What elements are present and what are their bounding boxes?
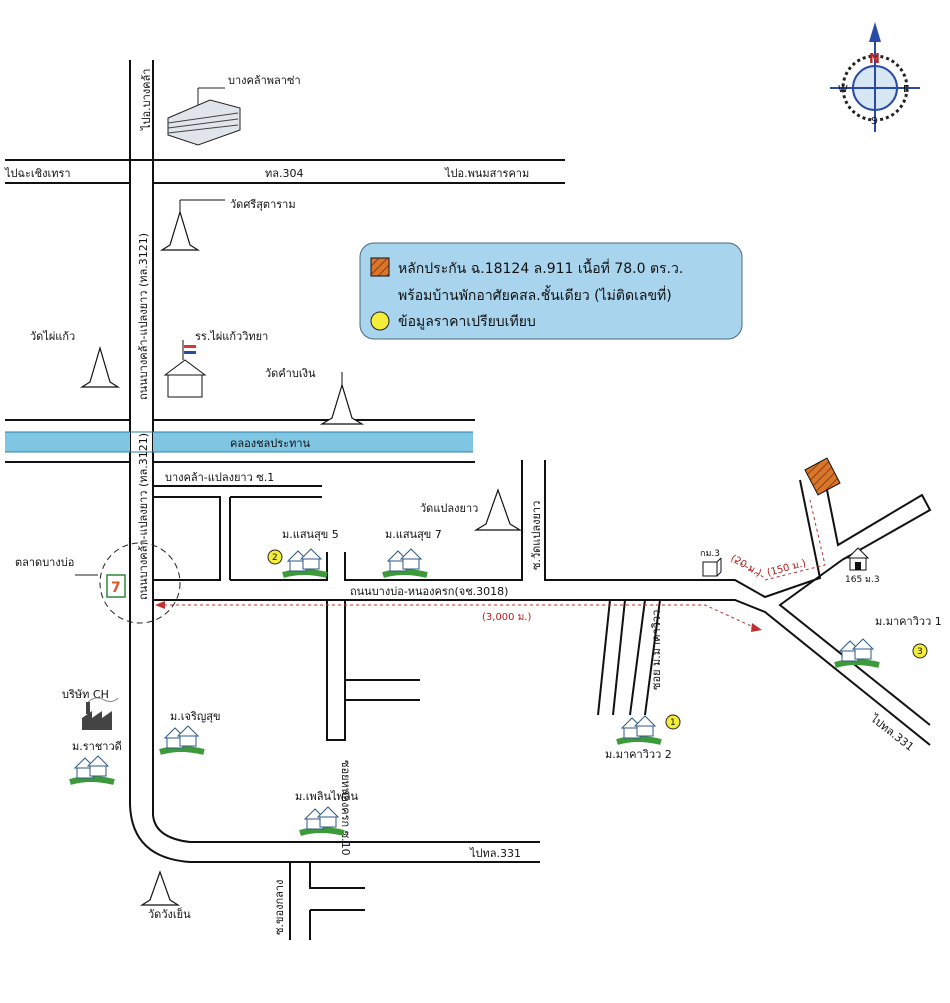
label-road-bangbo: ถนนบางบ่อ-หนองครก(จช.3018) <box>350 585 508 598</box>
label-school: รร.ไผ่แก้ววิทยา <box>195 330 268 343</box>
legend-collateral-swatch <box>370 257 390 277</box>
label-to-phanom: ไปอ.พนมสารคาม <box>444 167 529 180</box>
svg-text:E: E <box>903 84 909 95</box>
label-soi-wat-plaeng-yao: ซ.วัดแปลงยาว <box>530 501 543 570</box>
temple-icon <box>159 199 225 251</box>
temple-icon <box>473 488 523 531</box>
svg-text:1: 1 <box>670 718 676 728</box>
svg-text:7: 7 <box>111 580 121 596</box>
village-icon <box>834 638 880 668</box>
village-icon <box>69 755 115 785</box>
label-m-saensuk7: ม.แสนสุข 7 <box>385 528 442 541</box>
collateral-parcel <box>804 457 841 496</box>
market-area <box>99 542 181 624</box>
label-bangkla-plaza: บางคล้าพลาซ่า <box>228 74 301 87</box>
temple-icon <box>319 372 365 425</box>
legend-item2: ข้อมูลราคาเปรียบเทียบ <box>398 314 536 330</box>
label-m-saensuk5: ม.แสนสุข 5 <box>282 528 339 541</box>
temple-icon <box>139 870 181 906</box>
label-m-maka-view2: ม.มาคาวิวว 2 <box>605 748 672 761</box>
compare-pin-3: 3 <box>912 643 928 659</box>
svg-text:W: W <box>838 84 848 95</box>
label-to-chachoengsao: ไปฉะเชิงเทรา <box>4 167 71 180</box>
village-icon <box>282 548 328 578</box>
factory-icon <box>82 697 119 730</box>
seven-eleven-icon: 7 <box>106 574 126 598</box>
label-wat-plaeng-yao: วัดแปลงยาว <box>420 502 478 515</box>
village-icon <box>159 725 205 755</box>
legend-box: หลักประกัน ฉ.18124 ล.911 เนื้อที่ 78.0 ต… <box>359 242 743 340</box>
label-soi-nong-chok: ซอยหนองครก ซ.10 <box>339 760 352 856</box>
label-main-road: ถนนบางคล้า-แปลงยาว (ทล.3121) <box>137 233 150 400</box>
svg-text:3: 3 <box>917 647 923 657</box>
road-network <box>5 60 932 940</box>
label-dist-3000: (3,000 ม.) <box>482 612 531 623</box>
village-icon <box>299 806 345 836</box>
label-m-ploen-ploen: ม.เพลินไพลิน <box>295 790 359 803</box>
temple-icon <box>79 345 121 388</box>
label-dist-20: (20 ม.) <box>729 553 764 579</box>
label-m-charoen-suk: ม.เจริญสุข <box>170 710 220 723</box>
school-icon <box>163 340 207 398</box>
km-marker-icon <box>702 557 722 577</box>
svg-text:N: N <box>869 52 880 67</box>
distance-lines <box>158 499 826 631</box>
label-to-331-bottom: ไปทล.331 <box>469 847 521 860</box>
svg-text:S: S <box>871 116 877 127</box>
svg-text:2: 2 <box>272 553 278 563</box>
label-wat-phai-kaew: วัดไผ่แก้ว <box>30 330 75 343</box>
arrow-right-icon <box>751 623 762 632</box>
label-route-304: ทล.304 <box>265 167 303 180</box>
label-soi-maka-view: ซอย ม.มาคาวิวว <box>650 610 663 690</box>
canal-label: คลองชลประทาน <box>230 437 311 450</box>
village-icon <box>382 548 428 578</box>
village-icon <box>616 715 662 745</box>
house-icon <box>846 547 870 571</box>
canal: คลองชลประทาน <box>5 431 473 453</box>
label-market: ตลาดบางบ่อ <box>15 556 74 569</box>
building-icon <box>167 87 241 146</box>
label-wat-wang-yen: วัดวังเย็น <box>148 907 191 921</box>
compass-icon: N S E W <box>830 22 920 132</box>
label-house-165: 165 ม.3 <box>845 575 880 585</box>
label-km3: กม.3 <box>700 549 720 559</box>
label-m-racha-dee: ม.ราชาวดี <box>72 740 122 753</box>
legend-item1-line1: หลักประกัน ฉ.18124 ล.911 เนื้อที่ 78.0 ต… <box>398 258 683 277</box>
arrow-left-icon <box>155 601 165 609</box>
legend-item1-line2: พร้อมบ้านพักอาศัยคสล.ชั้นเดียว (ไม่ติดเล… <box>398 285 672 304</box>
label-main-road-lower: ถนนบางคล้า-แปลงยาว (ทล.3121) <box>137 433 150 600</box>
label-soi-khong-klang: ซ.ของกลาง <box>273 880 286 935</box>
label-soi1: บางคล้า-แปลงยาว ซ.1 <box>165 471 274 484</box>
label-to-331-right: ไปทล.331 <box>867 712 916 754</box>
label-dist-150: (150 ม.) <box>766 558 807 579</box>
label-wat-kham-bang: วัดคำบเงิน <box>265 367 316 380</box>
label-wat-sri-sutaram: วัดศรีสุตาราม <box>230 198 296 211</box>
legend-compare-swatch <box>370 311 390 331</box>
label-to-bangkla: ไปอ.บางคล้า <box>140 69 153 131</box>
compare-pin-2: 2 <box>267 549 283 565</box>
label-m-maka-view1: ม.มาคาวิวว 1 <box>875 615 942 628</box>
compare-pin-1: 1 <box>665 714 681 730</box>
